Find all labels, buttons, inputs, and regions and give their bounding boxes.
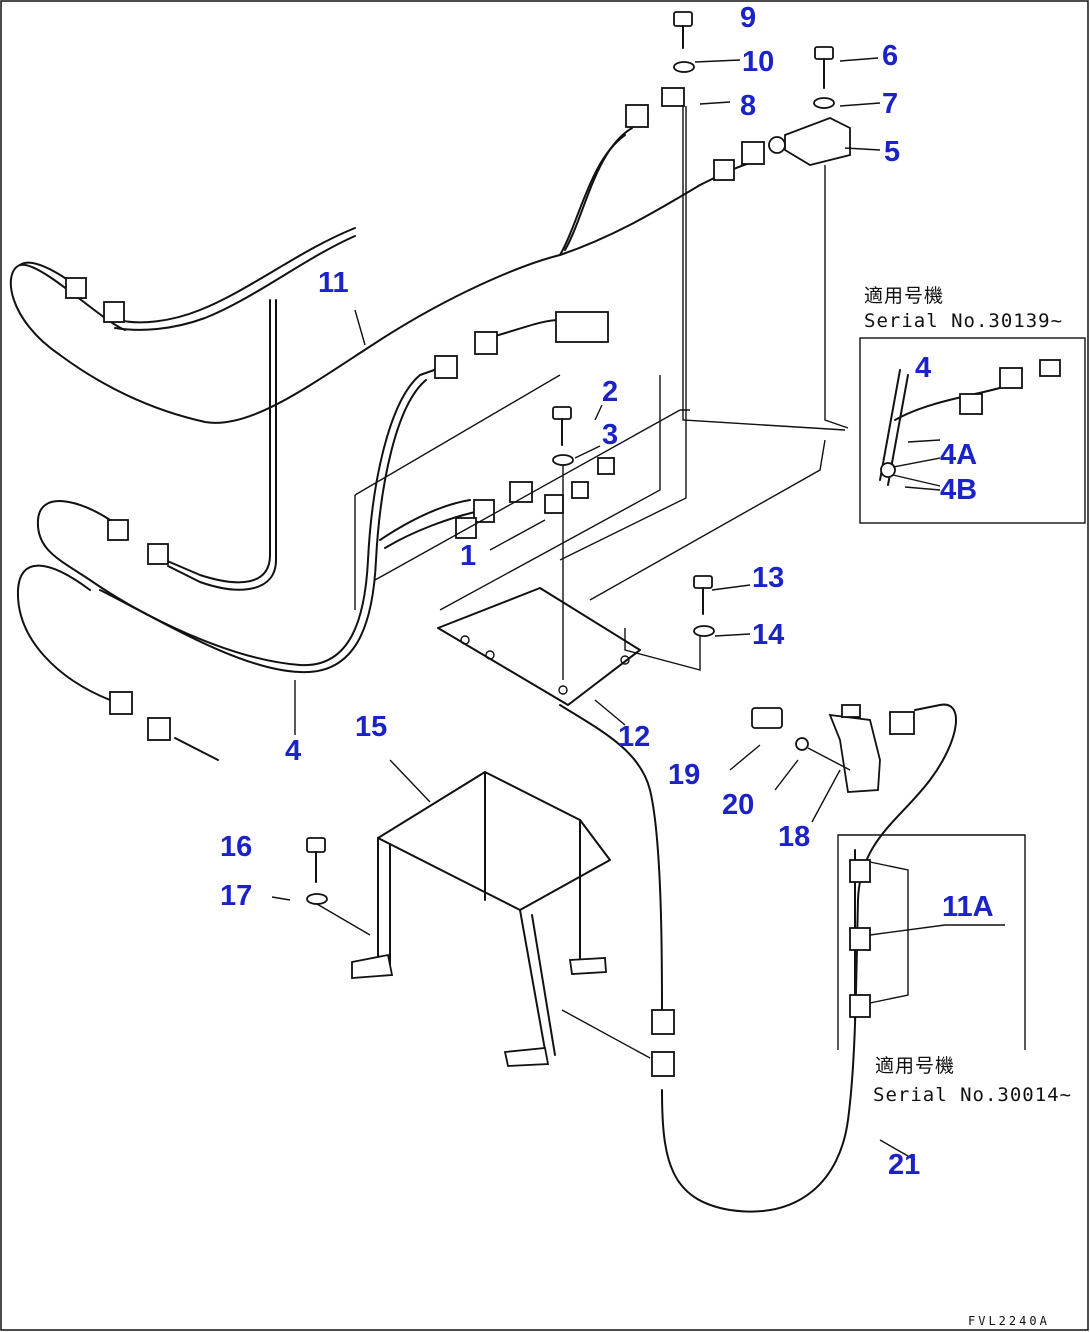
label-4-upper: 4 (915, 352, 931, 384)
wiring-harness-4 (16, 311, 615, 761)
label-3: 3 (602, 419, 618, 451)
inset-11a-frame (837, 834, 1026, 1050)
label-21: 21 (888, 1149, 920, 1181)
label-4-lower: 4 (285, 735, 301, 767)
wiring-harness-21 (559, 703, 957, 1213)
inset-bottom-models: 適用号機 (875, 1055, 955, 1077)
label-16: 16 (220, 831, 252, 863)
label-2: 2 (602, 376, 618, 408)
label-19: 19 (668, 759, 700, 791)
label-5: 5 (884, 136, 900, 168)
label-11: 11 (318, 267, 349, 299)
inset-bottom-serial: Serial No.30014~ (873, 1084, 1072, 1106)
label-10: 10 (742, 46, 774, 78)
label-11a: 11A (942, 891, 994, 923)
label-4a: 4A (940, 439, 977, 471)
label-20: 20 (722, 789, 754, 821)
mounting-plate-12 (354, 374, 826, 706)
label-18: 18 (778, 821, 810, 853)
label-6: 6 (882, 40, 898, 72)
bolts-and-washers (306, 11, 881, 936)
bracket-15 (351, 771, 611, 1067)
label-17: 17 (220, 880, 252, 912)
inset-top-serial: Serial No.30139~ (864, 310, 1063, 332)
wiring-harness-11 (9, 104, 765, 591)
label-13: 13 (752, 562, 784, 594)
leader-lines (271, 57, 1005, 1161)
inset-top-models: 適用号機 (864, 285, 944, 307)
label-7: 7 (882, 88, 898, 120)
label-4b: 4B (940, 474, 977, 506)
label-8: 8 (740, 90, 756, 122)
label-12: 12 (618, 721, 650, 753)
drawing-code: FVL2240A (968, 1314, 1050, 1328)
inset-4a-4b-frame (859, 337, 1086, 524)
label-14: 14 (752, 619, 784, 651)
label-9: 9 (740, 2, 756, 34)
label-15: 15 (355, 711, 387, 743)
part-labels: 9 10 8 6 7 5 11 2 3 4 4A 4B 1 13 14 12 1… (220, 2, 994, 1181)
label-1: 1 (460, 540, 476, 572)
serial-notes: 適用号機 Serial No.30139~ 適用号機 Serial No.300… (864, 285, 1072, 1106)
